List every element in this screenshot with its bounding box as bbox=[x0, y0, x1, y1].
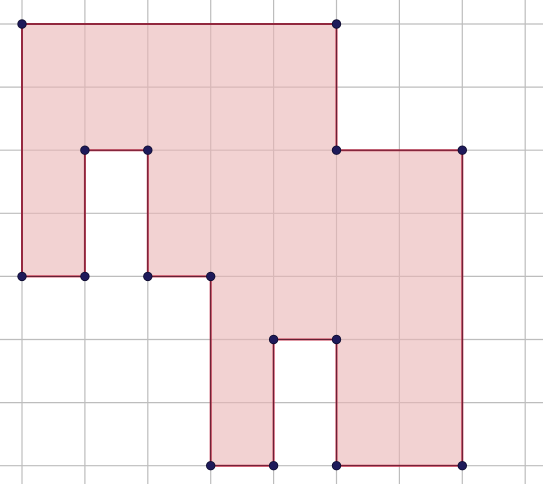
vertex-point[interactable] bbox=[17, 271, 27, 282]
polygon-group bbox=[21, 23, 464, 467]
polygon-fill bbox=[22, 24, 463, 466]
vertex-point[interactable] bbox=[143, 271, 153, 282]
vertex-group bbox=[17, 19, 468, 471]
vertex-point[interactable] bbox=[268, 461, 279, 471]
vertex-point[interactable] bbox=[80, 145, 90, 155]
vertex-point[interactable] bbox=[17, 19, 27, 29]
vertex-point[interactable] bbox=[331, 19, 342, 29]
vertex-point[interactable] bbox=[143, 145, 153, 155]
vertex-point[interactable] bbox=[331, 145, 342, 155]
vertex-point[interactable] bbox=[457, 461, 468, 471]
vertex-point[interactable] bbox=[457, 145, 468, 155]
vertex-point[interactable] bbox=[80, 271, 90, 282]
vertex-point[interactable] bbox=[331, 461, 342, 471]
vertex-point[interactable] bbox=[331, 334, 342, 345]
vertex-point[interactable] bbox=[268, 334, 279, 345]
vertex-point[interactable] bbox=[205, 271, 216, 282]
vertex-point[interactable] bbox=[205, 461, 216, 471]
